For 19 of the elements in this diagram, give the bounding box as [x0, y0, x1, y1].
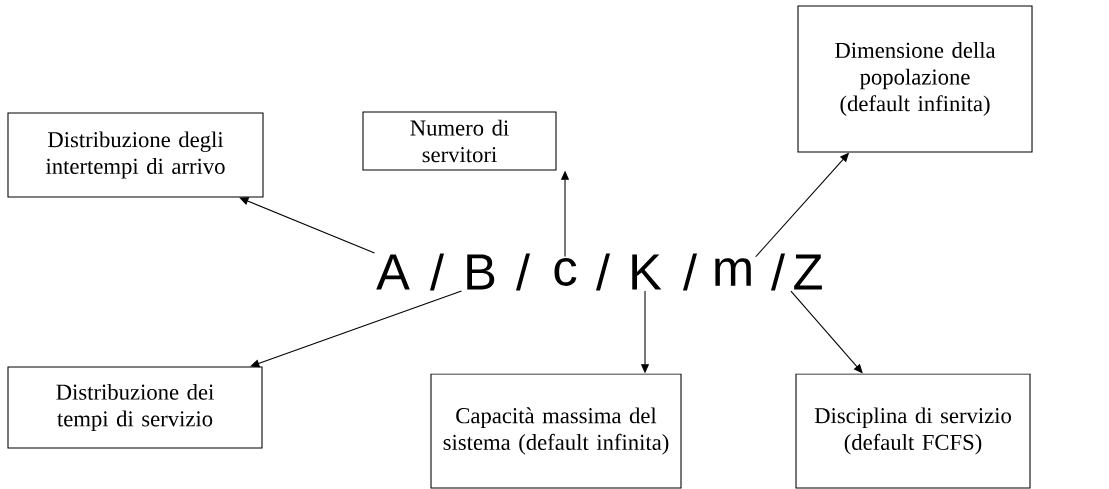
notation-letter: m	[715, 258, 751, 286]
notation-letter: B	[467, 254, 495, 290]
text-box: Capacità massima del sistema (default infinita)	[430, 373, 682, 489]
slash: /	[770, 253, 786, 291]
text-box: Distribuzione dei tempi di servizio	[7, 366, 263, 449]
notation-letter: Z	[794, 254, 822, 290]
notation-letter: A	[376, 254, 410, 290]
text-box: Numero di servitori	[362, 111, 557, 171]
text-box: Dimensione della popolazione (default infinita)	[797, 5, 1033, 153]
slash: /	[515, 253, 531, 291]
text-box: Disciplina di servizio (default FCFS)	[795, 373, 1031, 489]
slash: /	[595, 253, 611, 291]
notation-letter: c	[554, 258, 577, 286]
arrow	[239, 197, 376, 254]
slash: /	[429, 253, 445, 291]
notation-letter: K	[632, 254, 662, 290]
arrow	[250, 290, 463, 368]
slash: /	[682, 253, 698, 291]
text-box: Distribuzione degli intertempi di arrivo	[7, 112, 264, 198]
